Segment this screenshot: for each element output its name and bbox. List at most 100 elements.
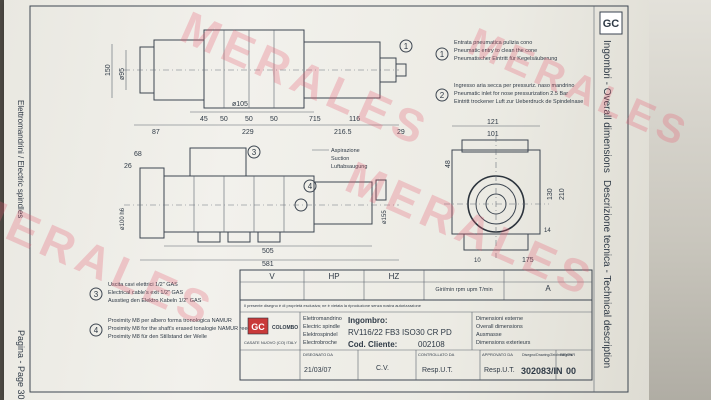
- drawn-by-value: C.V.: [376, 365, 389, 372]
- svg-text:121: 121: [487, 119, 499, 126]
- svg-text:Pneumatischer Eintritt für Keg: Pneumatischer Eintritt für Kegelsäuberun…: [454, 56, 557, 62]
- svg-text:87: 87: [152, 129, 160, 136]
- technical-drawing: Elettromandrini / Electric spindles Pagi…: [16, 5, 629, 400]
- note-2-block: 2 Ingresso aria secca per pressuriz. nas…: [435, 83, 583, 105]
- svg-text:68: 68: [134, 151, 142, 158]
- svg-text:505: 505: [262, 248, 274, 255]
- svg-text:4: 4: [94, 326, 99, 335]
- svg-text:715: 715: [309, 116, 321, 123]
- svg-text:50: 50: [270, 116, 278, 123]
- svg-text:GC: GC: [251, 322, 265, 332]
- svg-text:Elektrospindel: Elektrospindel: [303, 332, 338, 338]
- svg-text:116: 116: [349, 116, 360, 123]
- left-margin-top-text: Elettromandrini / Electric spindles: [16, 100, 25, 218]
- svg-text:HP: HP: [328, 272, 339, 281]
- svg-text:101: 101: [487, 131, 499, 138]
- svg-text:A: A: [545, 284, 551, 293]
- svg-text:175: 175: [522, 257, 534, 264]
- title-block: Il presente disegno è di proprietà esclu…: [239, 299, 593, 381]
- top-side-view: [124, 29, 407, 109]
- svg-text:Disegno/Drawing/Zeichnung/Nr.: Disegno/Drawing/Zeichnung/Nr.: [522, 353, 573, 357]
- note-4-block: 4 Proximity M8 per albero forma tronolog…: [89, 318, 251, 340]
- svg-text:3: 3: [94, 290, 99, 299]
- cod-cliente-label: Cod. Cliente:: [348, 340, 397, 349]
- drawing-frame: [29, 5, 629, 393]
- gc-logo: GC: [599, 11, 623, 35]
- svg-text:2: 2: [440, 91, 445, 100]
- svg-text:26: 26: [124, 163, 132, 170]
- svg-text:581: 581: [262, 261, 274, 268]
- svg-text:50: 50: [245, 116, 253, 123]
- svg-text:Pneumatic inlet for nose press: Pneumatic inlet for nose pressurization …: [454, 91, 568, 97]
- svg-text:Uscita cavi elettrici 1/2" GAS: Uscita cavi elettrici 1/2" GAS: [108, 282, 178, 288]
- svg-text:1: 1: [440, 50, 445, 59]
- svg-text:Overall dimensions: Overall dimensions: [476, 324, 523, 330]
- svg-text:Giri/min rpm upm T/min: Giri/min rpm upm T/min: [435, 287, 492, 293]
- svg-text:210: 210: [559, 188, 566, 200]
- svg-text:ø95: ø95: [119, 68, 126, 80]
- pneumatic-fitting: [375, 179, 387, 201]
- svg-text:45: 45: [200, 116, 208, 123]
- revision-number: 00: [566, 366, 576, 376]
- drawing-number: 302083/IN: [521, 366, 563, 376]
- spec-table: V HP HZ Giri/min rpm upm T/min A: [239, 269, 593, 301]
- svg-text:Elettromandrino: Elettromandrino: [303, 316, 342, 322]
- left-margin-page-text: Pagina - Page 30: [16, 330, 26, 400]
- svg-text:48: 48: [445, 160, 452, 168]
- svg-text:REV/NR: REV/NR: [560, 352, 575, 357]
- svg-text:Resp.U.T.: Resp.U.T.: [422, 367, 453, 374]
- date-value: 21/03/07: [304, 367, 331, 374]
- svg-text:14: 14: [544, 228, 551, 234]
- air-legend: Aspirazione Suction Luftabsaugung: [312, 148, 367, 170]
- svg-text:Electrobroche: Electrobroche: [303, 340, 337, 346]
- svg-text:229: 229: [242, 129, 254, 136]
- svg-text:ø155: ø155: [382, 210, 388, 224]
- datasheet-paper: [4, 0, 649, 400]
- table-surface: [649, 0, 711, 400]
- front-view: [444, 136, 549, 258]
- svg-text:Il presente disegno è di propr: Il presente disegno è di proprietà esclu…: [244, 303, 422, 308]
- middle-side-view: [124, 147, 399, 243]
- svg-text:3: 3: [252, 148, 257, 157]
- svg-text:CONTROLLATO DA: CONTROLLATO DA: [418, 352, 455, 357]
- svg-text:Dimensioni esterne: Dimensioni esterne: [476, 316, 523, 322]
- svg-text:Proximity M8 für den Stillstan: Proximity M8 für den Stillstand der Well…: [108, 334, 207, 340]
- svg-text:4: 4: [308, 182, 313, 191]
- svg-text:Eintritt trockener Luft zur Ue: Eintritt trockener Luft zur Ueberdruck d…: [454, 99, 583, 105]
- svg-text:GC: GC: [603, 18, 620, 30]
- svg-text:Pneumatic entry to clean the c: Pneumatic entry to clean the cone: [454, 48, 537, 54]
- svg-text:HZ: HZ: [389, 272, 400, 281]
- svg-text:CASATE NUOVO (CO) ITALY: CASATE NUOVO (CO) ITALY: [244, 340, 297, 345]
- svg-text:150: 150: [105, 64, 112, 76]
- svg-text:DISEGNATO DA: DISEGNATO DA: [303, 352, 333, 357]
- svg-text:Ingresso aria secca per pressu: Ingresso aria secca per pressuriz. naso …: [454, 83, 574, 89]
- section-title-technical: Descrizione tecnica - Technical descript…: [601, 180, 612, 368]
- note-3-block: 3 Uscita cavi elettrici 1/2" GAS Electri…: [89, 282, 202, 304]
- svg-text:Dimensions exterieurs: Dimensions exterieurs: [476, 340, 531, 346]
- svg-text:Aspirazione: Aspirazione: [331, 148, 360, 154]
- section-title-overall: Ingombri - Overall dimensions: [601, 40, 612, 173]
- callout-4: [303, 179, 317, 193]
- svg-text:APPROVATO DA: APPROVATO DA: [482, 352, 513, 357]
- callout-1: [399, 39, 413, 53]
- svg-text:50: 50: [220, 116, 228, 123]
- svg-text:Ausmasse: Ausmasse: [476, 332, 502, 338]
- svg-text:Suction: Suction: [331, 156, 349, 162]
- svg-text:ø105: ø105: [232, 101, 248, 108]
- company-logo: [247, 317, 269, 335]
- svg-text:10: 10: [474, 258, 481, 264]
- cod-cliente-value: 002108: [418, 340, 445, 349]
- svg-text:V: V: [269, 272, 275, 281]
- svg-text:Electric spindle: Electric spindle: [303, 324, 340, 330]
- svg-text:Electrical cable's exit 1/2" G: Electrical cable's exit 1/2" GAS: [108, 290, 183, 296]
- svg-text:Proximity M8 per albero forma: Proximity M8 per albero forma tronologic…: [108, 318, 232, 324]
- svg-text:Entrata pneumatica pulizia con: Entrata pneumatica pulizia cono: [454, 40, 532, 46]
- ingombro-label: Ingombro:: [348, 316, 388, 325]
- svg-text:Proximity M8 for the shaft's e: Proximity M8 for the shaft's erased tona…: [108, 326, 251, 332]
- model-code: RV116/22 FB3 ISO30 CR PD: [348, 328, 452, 337]
- svg-text:29: 29: [397, 129, 405, 136]
- svg-text:130: 130: [547, 188, 554, 200]
- svg-text:Luftabsaugung: Luftabsaugung: [331, 164, 367, 170]
- svg-text:1: 1: [404, 42, 409, 51]
- svg-text:216.5: 216.5: [334, 129, 352, 136]
